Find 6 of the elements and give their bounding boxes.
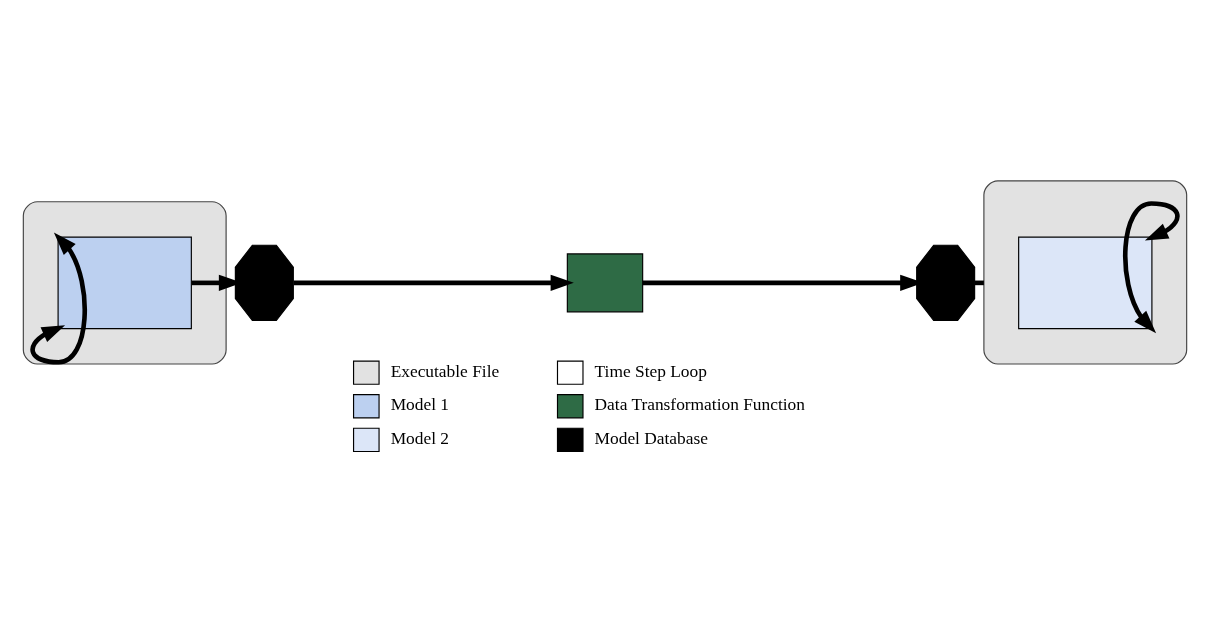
legend-label: Model 2 bbox=[390, 428, 450, 448]
legend-label: Time Step Loop bbox=[594, 361, 707, 381]
legend-label: Model 1 bbox=[390, 394, 450, 414]
legend-label: Data Transformation Function bbox=[594, 394, 805, 414]
legend-label: Executable File bbox=[390, 361, 500, 381]
legend-label: Model Database bbox=[594, 428, 708, 448]
